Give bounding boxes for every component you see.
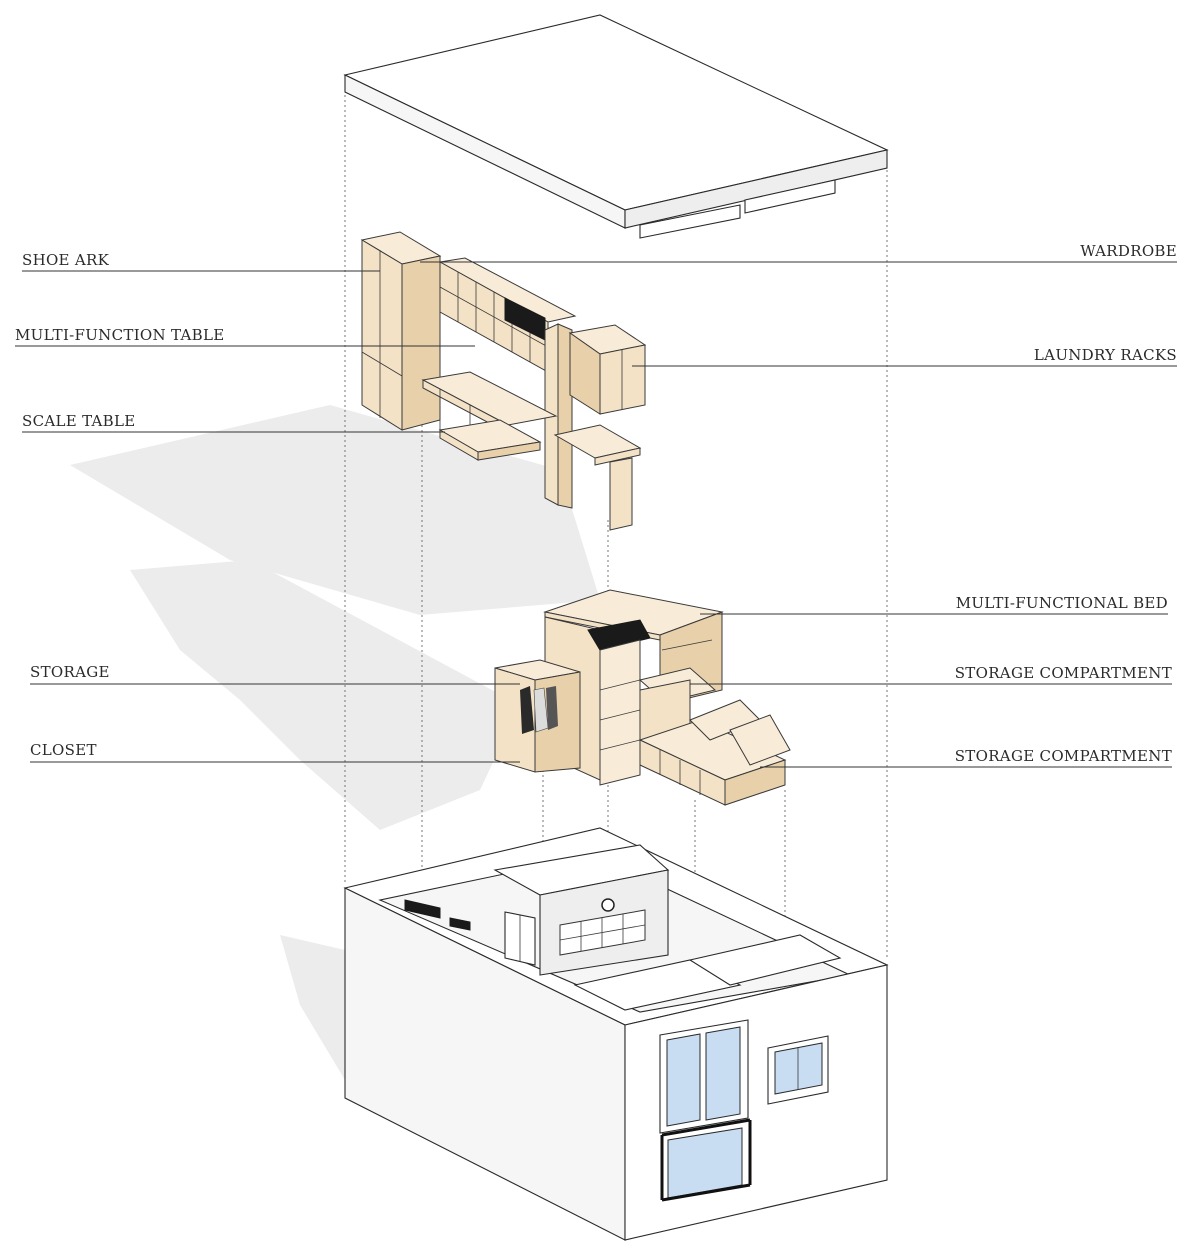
wardrobe-cubbies — [439, 272, 549, 362]
label-multi-function-table: MULTI-FUNCTION TABLE — [15, 326, 224, 344]
label-laundry-racks: LAUNDRY RACKS — [1034, 346, 1177, 364]
callout-labels: SHOE ARK MULTI-FUNCTION TABLE SCALE TABL… — [15, 242, 1177, 765]
room-box — [343, 827, 889, 1241]
middle-furniture-assembly — [494, 589, 791, 806]
leader-lines — [15, 261, 1177, 768]
hanging-clothes — [520, 686, 558, 734]
label-scale-table: SCALE TABLE — [22, 412, 136, 430]
exterior-window — [767, 1035, 829, 1105]
label-closet: CLOSET — [30, 741, 97, 759]
label-multi-functional-bed: MULTI-FUNCTIONAL BED — [956, 594, 1168, 612]
upper-furniture-assembly — [360, 231, 647, 531]
label-wardrobe: WARDROBE — [1080, 242, 1177, 260]
label-storage: STORAGE — [30, 663, 110, 681]
interior-window-grid — [559, 909, 646, 956]
roof-slab — [343, 14, 889, 239]
label-storage-compartment-2: STORAGE COMPARTMENT — [955, 747, 1172, 765]
balcony-door — [659, 1019, 752, 1202]
label-shoe-ark: SHOE ARK — [22, 251, 110, 269]
label-storage-compartment-1: STORAGE COMPARTMENT — [955, 664, 1172, 682]
